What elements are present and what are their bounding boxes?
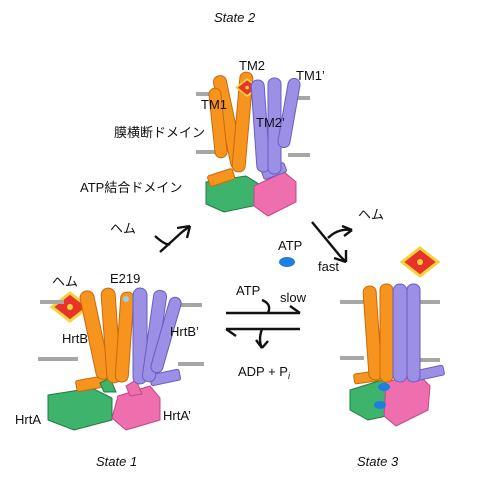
heme-state1-label: ヘム [52,274,78,289]
tm1-label: TM1 [201,97,227,112]
hrtb-prime-label: HrtB’ [170,324,199,339]
membrane-line [38,357,78,361]
tm1-prime-label: TM1’ [296,68,325,83]
orange-helix [208,87,228,159]
green-notch [99,377,117,393]
hrta-domain [47,387,113,431]
membrane-line [288,96,310,100]
orange-helix [114,291,135,383]
membrane-line [196,92,218,96]
tm2-label: TM2 [239,58,265,73]
membrane-line [418,358,440,362]
membrane-line [176,303,202,307]
atp-binding-domain-label: ATP結合ドメイン [80,180,182,195]
tm1-prime-helix [277,77,301,149]
hrta-prime-domain [111,385,161,431]
orange-helix [79,290,111,380]
arrow-state1-to-state2 [154,224,192,253]
state1-transporter [38,287,204,431]
purple-helix [150,296,182,374]
membrane-line [340,356,364,360]
e219-label: E219 [110,271,140,286]
heme-out-label: ヘム [358,207,384,222]
tm2-prime-label: TM2’ [256,115,285,130]
state3-transporter [340,283,445,427]
membrane-line [40,300,64,304]
membrane-line [196,150,218,154]
hrtb-label: HrtB [62,331,88,346]
slow-label: slow [280,290,307,305]
atp-molecule-icon [279,257,295,267]
state1-label: State 1 [96,454,137,469]
heme-in-label: ヘム [110,221,136,236]
hrta-prime-label: HrtA’ [163,408,191,423]
orange-coupling-helix [207,168,236,187]
hrta-label: HrtA [15,412,41,427]
orange-helix [379,283,394,383]
adp-pi-label: ADP + Pi [238,364,291,381]
purple-helix [392,283,408,383]
e219-marker [123,296,129,302]
atp-slow-label: ATP [236,283,260,298]
membrane-line [288,153,310,157]
membrane-line [178,362,204,366]
state3-label: State 3 [357,454,399,469]
pink-notch [125,379,143,397]
transmembrane-domain-label: 膜横断ドメイン [114,125,205,140]
tm2-helix [231,71,254,173]
atp-fast-label: ATP [278,238,302,253]
state2-transporter [196,71,310,217]
purple-helix [132,287,148,385]
equilibrium-arrows [225,298,301,349]
hrta-prime-domain [383,373,431,427]
arrow-state2-to-state3 [311,221,353,264]
membrane-line [340,300,364,304]
state2-label: State 2 [214,10,256,25]
hrta-prime-domain [253,171,297,217]
atp-bound-icon [378,383,390,391]
orange-helix [362,285,383,381]
purple-helix [406,283,421,383]
atp-bound-icon [374,401,386,409]
membrane-line [418,300,440,304]
fast-label: fast [318,259,339,274]
released-heme-icon [400,246,440,278]
tm2-prime-helix [250,79,271,173]
